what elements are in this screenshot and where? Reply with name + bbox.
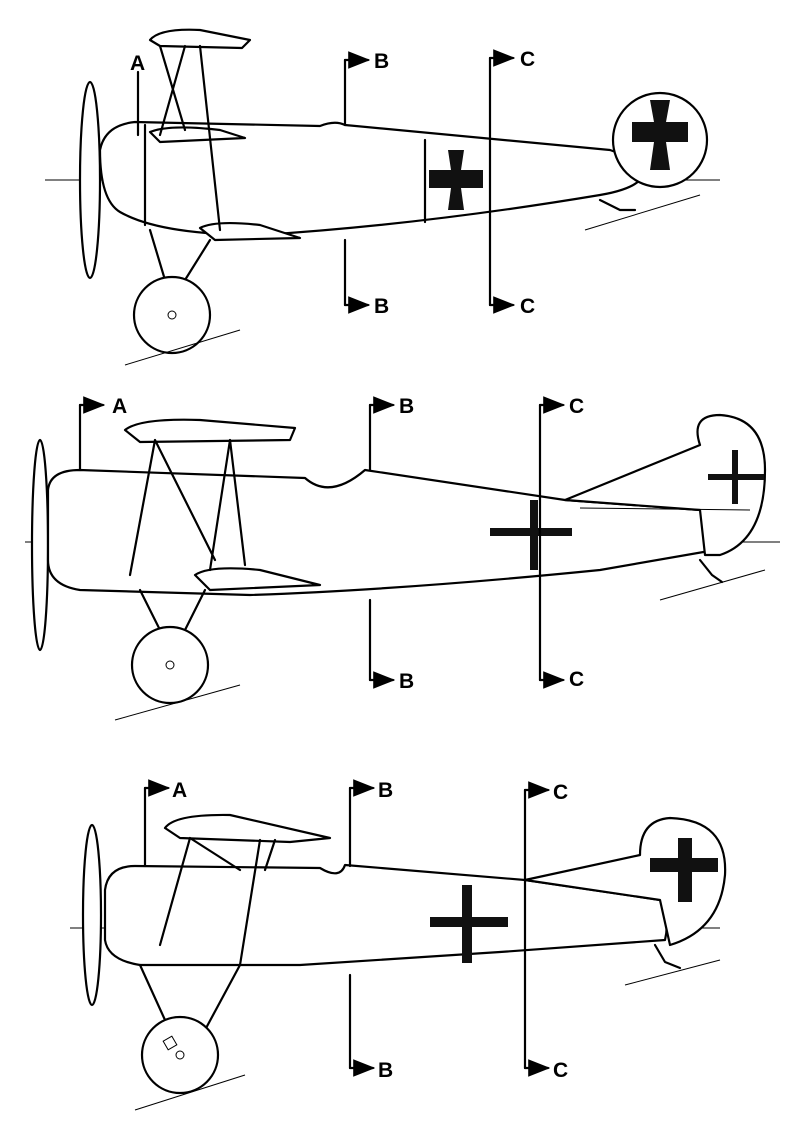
- view-d7: A B B C C: [70, 779, 727, 1111]
- section-b-bottom-label: B: [378, 1059, 393, 1082]
- section-b-top-label: B: [399, 395, 414, 418]
- rudder-cross: [650, 838, 718, 902]
- section-a-label: A: [130, 52, 145, 75]
- wheel: [132, 275, 212, 355]
- upper-wing: [148, 28, 252, 50]
- lower-wing: [198, 221, 302, 242]
- propeller: [81, 823, 103, 1007]
- section-c-bottom-label: C: [553, 1059, 568, 1082]
- upper-wing: [123, 418, 297, 444]
- section-c-top-label: C: [553, 781, 568, 804]
- section-c-bottom-label: C: [520, 295, 535, 318]
- section-c-top-label: C: [569, 395, 584, 418]
- lower-wing: [193, 567, 322, 592]
- fuselage-cross: [430, 885, 508, 963]
- view-triplane: A B B C C: [45, 28, 720, 366]
- wheel: [130, 625, 210, 705]
- fuselage: [98, 120, 642, 237]
- fin-rudder: [523, 816, 727, 947]
- middle-wing: [148, 126, 247, 144]
- upper-wing: [163, 813, 332, 844]
- propeller: [78, 80, 102, 280]
- section-c-bottom-label: C: [569, 668, 584, 691]
- section-b-bottom-label: B: [374, 295, 389, 318]
- wheel: [140, 1015, 220, 1095]
- fuselage-cross: [490, 500, 572, 570]
- section-b-top-label: B: [378, 779, 393, 802]
- section-c-top-label: C: [520, 48, 535, 71]
- propeller: [30, 438, 50, 652]
- section-b-bottom-label: B: [399, 670, 414, 693]
- rudder-cross: [632, 100, 688, 170]
- view-albatros: A B B C C: [25, 395, 780, 721]
- section-a-label: A: [172, 779, 187, 802]
- section-b-top-label: B: [374, 50, 389, 73]
- rudder-cross: [708, 450, 764, 504]
- section-a-label: A: [112, 395, 127, 418]
- fuselage-cross: [429, 150, 483, 210]
- fin-rudder: [563, 413, 767, 557]
